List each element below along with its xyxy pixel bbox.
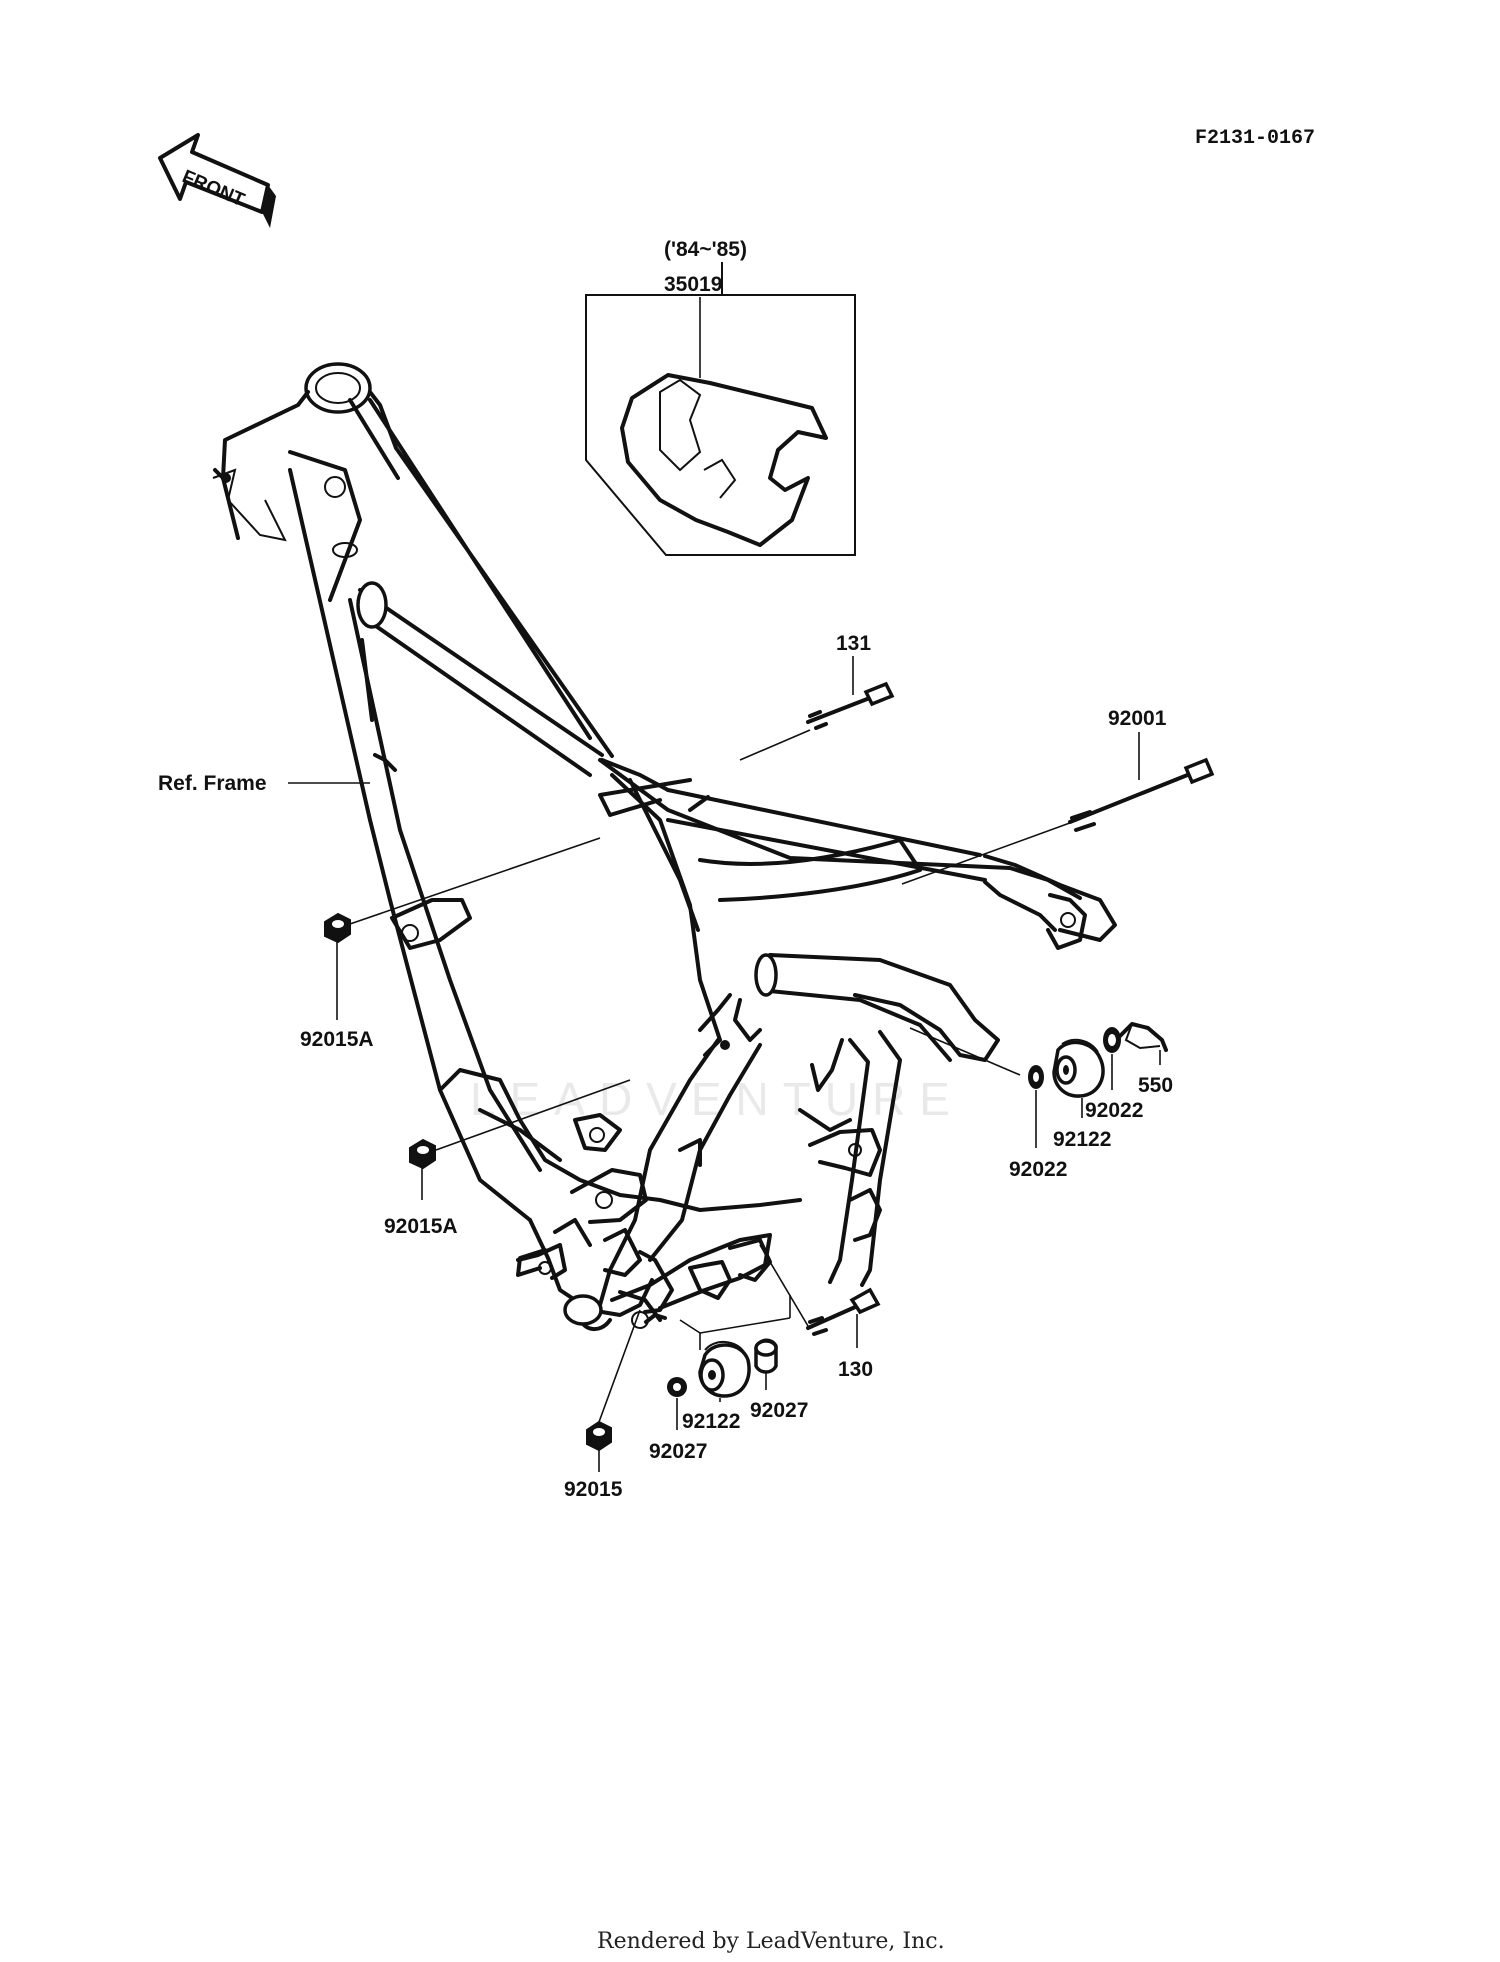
- cover-35019-part: [620, 373, 828, 547]
- bolt-131-part: [806, 681, 895, 730]
- collar-92022-b-part: [1103, 1027, 1121, 1053]
- callout-92022-a: 92022: [1009, 1158, 1067, 1181]
- callout-130: 130: [838, 1358, 873, 1381]
- nut-92015a-upper-part: [324, 912, 351, 944]
- diagram-code: F2131-0167: [1195, 127, 1315, 150]
- callout-92122-b: 92122: [682, 1410, 740, 1433]
- damper-92122-b-part: [698, 1341, 751, 1398]
- callout-92015a-middle: 92015A: [384, 1215, 458, 1238]
- callout-92027-b: 92027: [750, 1399, 808, 1422]
- callout-92001: 92001: [1108, 707, 1167, 730]
- motorcycle-frame: [212, 362, 1117, 1350]
- front-arrow-icon: FRONT: [158, 133, 276, 228]
- damper-92122-a-part: [1052, 1038, 1105, 1098]
- pin-550-part: [1116, 1022, 1168, 1052]
- callout-550: 550: [1138, 1074, 1173, 1097]
- collar-92022-a-part: [1028, 1065, 1044, 1089]
- cover-35019-label: 35019: [664, 273, 722, 296]
- watermark-text: LEADVENTURE: [470, 1073, 964, 1125]
- callout-131: 131: [836, 632, 871, 655]
- bolt-130-part: [806, 1287, 881, 1336]
- variant-box: ('84~'85) 35019: [585, 238, 856, 556]
- callout-92015a-upper: 92015A: [300, 1028, 374, 1051]
- nut-92015a-middle-part: [409, 1138, 436, 1170]
- nut-92015-part: [586, 1420, 612, 1452]
- callout-92122-a: 92122: [1053, 1128, 1111, 1151]
- collar-92027-b-part: [754, 1338, 778, 1374]
- bolt-92001-part: [1068, 757, 1215, 832]
- variant-years-label: ('84~'85): [664, 238, 747, 261]
- callout-92015: 92015: [564, 1478, 623, 1501]
- callout-92027-a: 92027: [649, 1440, 707, 1463]
- collar-92027-a-part: [667, 1377, 687, 1397]
- footer-credit: Rendered by LeadVenture, Inc.: [597, 1929, 945, 1954]
- callout-92022-b: 92022: [1085, 1099, 1143, 1122]
- callout-ref-frame: Ref. Frame: [158, 772, 267, 795]
